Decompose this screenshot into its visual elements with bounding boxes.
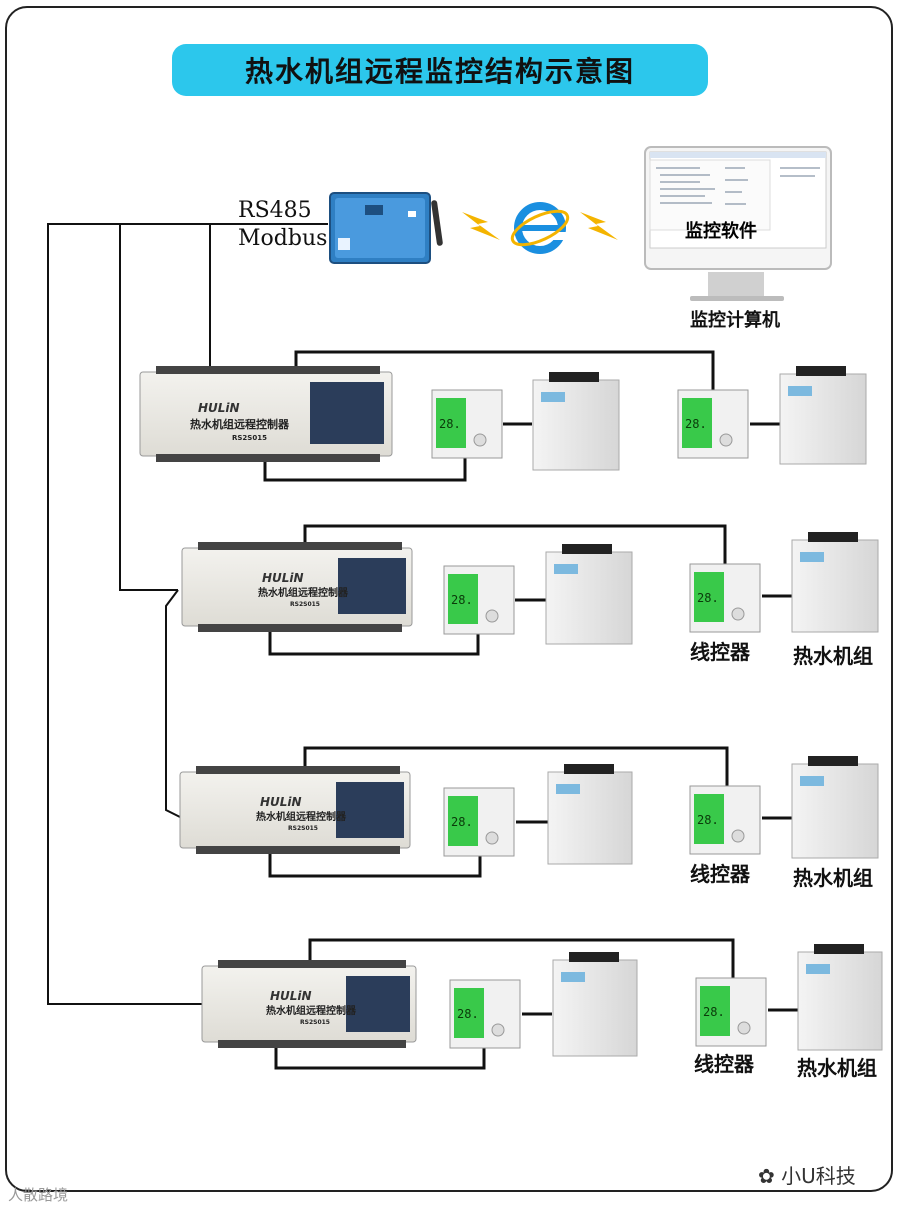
remote-controller: HULiN 热水机组远程控制器 RS2S015 bbox=[139, 366, 393, 462]
gateway-device bbox=[329, 192, 443, 264]
watermark-left: 人散路境 bbox=[8, 1186, 69, 1204]
monitor-software-label: 监控软件 bbox=[685, 221, 757, 242]
controller-name: 热水机组远程控制器 bbox=[190, 417, 290, 431]
controller-name: 热水机组远程控制器 bbox=[256, 810, 347, 823]
wechat-icon: ✿ bbox=[758, 1164, 775, 1188]
controller-model: RS2S015 bbox=[288, 825, 318, 832]
controller-row-1: HULiN 热水机组远程控制器 RS2S015 28. 28. bbox=[139, 350, 867, 482]
lcd-reading: 28. bbox=[685, 417, 707, 431]
heat-pump-unit bbox=[791, 756, 879, 859]
wire-controller-label: 线控器 bbox=[694, 1052, 754, 1076]
monitor-pc-label: 监控计算机 bbox=[690, 310, 780, 331]
lcd-reading: 28. bbox=[451, 593, 473, 607]
controller-brand: HULiN bbox=[270, 989, 312, 1003]
lcd-reading: 28. bbox=[457, 1007, 479, 1021]
lcd-reading: 28. bbox=[451, 815, 473, 829]
bus-protocol-label: RS485 Modbus bbox=[238, 197, 327, 253]
heat-pump-unit bbox=[547, 764, 633, 865]
lcd-reading: 28. bbox=[703, 1005, 725, 1019]
wire-controller: 28. bbox=[431, 389, 503, 459]
controller-model: RS2S015 bbox=[232, 434, 267, 442]
diagram-title: 热水机组远程监控结构示意图 bbox=[244, 55, 635, 88]
watermark-right: ✿ 小U科技 bbox=[758, 1160, 856, 1189]
title-banner: 热水机组远程监控结构示意图 bbox=[172, 44, 708, 96]
wire-controller: 28. bbox=[677, 389, 749, 459]
watermark-right-text: 小U科技 bbox=[781, 1164, 856, 1188]
remote-controller: HULiN 热水机组远程控制器 RS2S015 bbox=[181, 542, 413, 632]
lcd-reading: 28. bbox=[439, 417, 461, 431]
remote-controller: HULiN 热水机组远程控制器 RS2S015 bbox=[179, 766, 411, 854]
controller-model: RS2S015 bbox=[300, 1019, 330, 1026]
controller-row-2: HULiN 热水机组远程控制器 RS2S015 28. 28. bbox=[181, 524, 879, 656]
wire-controller: 28. bbox=[443, 787, 515, 857]
heat-pump-unit bbox=[532, 372, 620, 471]
modbus-label: Modbus bbox=[238, 226, 328, 251]
wire-controller: 28. bbox=[695, 977, 767, 1047]
monitor-computer bbox=[644, 146, 832, 301]
controller-model: RS2S015 bbox=[290, 601, 320, 608]
lightning-icon bbox=[462, 212, 618, 240]
wire-controller-label: 线控器 bbox=[690, 640, 750, 664]
heat-pump-unit bbox=[797, 944, 883, 1051]
wire-controller: 28. bbox=[449, 979, 521, 1049]
controller-brand: HULiN bbox=[262, 571, 304, 585]
heat-pump-unit bbox=[779, 366, 867, 465]
rs485-bus bbox=[47, 223, 328, 1005]
heat-pump-label: 热水机组 bbox=[793, 866, 873, 890]
controller-row-4: HULiN 热水机组远程控制器 RS2S015 28. 28. bbox=[201, 938, 883, 1070]
rs485-label: RS485 bbox=[238, 198, 312, 223]
controller-name: 热水机组远程控制器 bbox=[266, 1004, 357, 1017]
remote-controller: HULiN 热水机组远程控制器 RS2S015 bbox=[201, 960, 417, 1048]
heat-pump-unit bbox=[545, 544, 633, 645]
controller-row-3: HULiN 热水机组远程控制器 RS2S015 28. 28. bbox=[179, 746, 879, 878]
controller-name: 热水机组远程控制器 bbox=[258, 586, 349, 599]
heat-pump-label: 热水机组 bbox=[797, 1056, 877, 1080]
diagram-frame bbox=[5, 6, 893, 1192]
lcd-reading: 28. bbox=[697, 813, 719, 827]
lcd-reading: 28. bbox=[697, 591, 719, 605]
heat-pump-label: 热水机组 bbox=[793, 644, 873, 668]
wire-controller: 28. bbox=[443, 565, 515, 635]
internet-icon bbox=[510, 202, 570, 254]
controller-brand: HULiN bbox=[260, 795, 302, 809]
heat-pump-unit bbox=[552, 952, 638, 1057]
wire-controller: 28. bbox=[689, 563, 761, 633]
wire-controller: 28. bbox=[689, 785, 761, 855]
wire-controller-label: 线控器 bbox=[690, 862, 750, 886]
controller-brand: HULiN bbox=[198, 401, 240, 415]
heat-pump-unit bbox=[791, 532, 879, 633]
